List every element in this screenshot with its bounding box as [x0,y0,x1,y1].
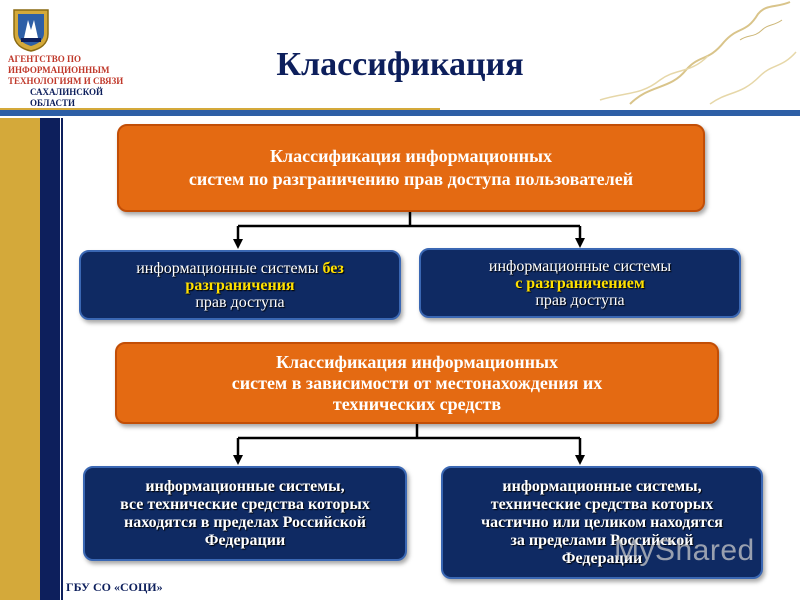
access-classification-box: Классификация информационных систем по р… [117,124,705,212]
left-gold-stripe [0,118,40,600]
box-line: информационные системы, [145,477,345,495]
agency-line: ТЕХНОЛОГИЯМ И СВЯЗИ [8,76,124,86]
box-text: информационные системы [136,259,323,277]
coat-of-arms-icon [13,9,49,52]
box-line: за пределами Российской [510,531,694,549]
footer-label: ГБУ СО «СОЦИ» [66,580,163,594]
box-line: информационные системы, [502,477,702,495]
box-line: технические средства которых [490,495,714,513]
no-access-control-box: информационные системы без разграничения… [79,250,401,320]
agency-name: АГЕНТСТВО ПО ИНФОРМАЦИОННЫМ ТЕХНОЛОГИЯМ … [8,54,148,109]
box-line: Классификация информационных [275,351,558,372]
box-line: Классификация информационных [269,146,552,166]
box-line: Федерации [204,531,286,549]
with-access-control-box: информационные системы с разграничением … [419,248,741,318]
box-line: Федерации [561,549,643,567]
left-divider-line [61,118,63,600]
box-line: информационные системы [488,257,672,275]
highlight-text: с разграничением [515,274,645,292]
highlight-text: разграничения [185,276,295,294]
box-line: частично или целиком находятся [481,513,723,531]
outside-russia-box: информационные системы, технические сред… [441,466,763,579]
box-line: технических средств [332,393,502,414]
box-line: все технические средства которых [120,495,370,513]
box-line: прав доступа [195,293,285,311]
location-classification-box: Классификация информационных систем в за… [115,342,719,424]
highlight-text: без [322,259,344,277]
agency-line: ИНФОРМАЦИОННЫМ [8,65,110,75]
inside-russia-box: информационные системы, все технические … [83,466,407,561]
box-line: систем по разграничению прав доступа пол… [188,169,634,189]
box-line: находятся в пределах Российской [124,513,366,531]
page-title: Классификация [276,46,524,83]
header-gold-rule [0,108,440,111]
agency-line: САХАЛИНСКОЙ [30,87,104,97]
header-blue-rule [0,110,800,116]
left-navy-stripe [40,118,60,600]
map-outline-decoration [599,1,797,105]
agency-line: АГЕНТСТВО ПО [8,54,81,64]
agency-line: ОБЛАСТИ [30,98,75,108]
box-line: систем в зависимости от местонахождения … [231,372,603,393]
watermark-text: MyShared [614,534,755,567]
box-line: прав доступа [535,291,625,309]
